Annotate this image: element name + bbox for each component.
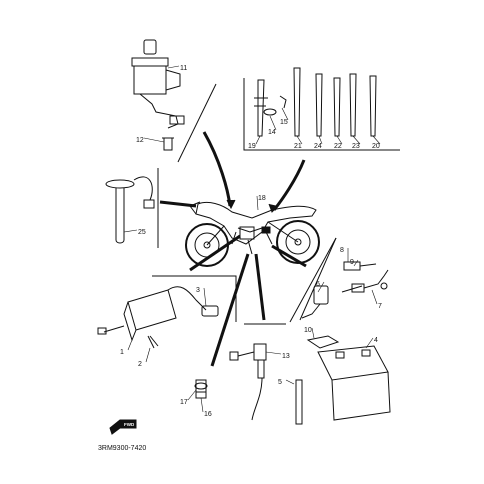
leader-line-11 (167, 65, 180, 69)
fuel-sender-drawing (105, 176, 155, 244)
leader-line-6 (317, 281, 325, 293)
leader-line-20 (372, 135, 381, 145)
callout-22: 22 (334, 143, 342, 150)
leader-line-19 (255, 135, 261, 145)
cable-ties-drawing (254, 67, 377, 137)
callout-15: 15 (280, 119, 288, 126)
battery-drawing (295, 335, 391, 425)
leader-line-15 (281, 107, 289, 121)
ignition-coil-frame (152, 275, 237, 322)
leader-line-25 (123, 229, 138, 233)
callout-3: 3 (196, 287, 200, 294)
relay-fuse-drawing (301, 261, 389, 319)
neutral-plug-drawing (194, 379, 208, 399)
leader-line-12 (143, 137, 165, 143)
leader-line-17 (187, 389, 197, 401)
leader-line-13 (265, 351, 282, 355)
callout-18: 18 (258, 195, 266, 202)
callout-25: 25 (138, 229, 146, 236)
neutral-switch-drawing (229, 343, 267, 421)
leader-line-16 (200, 397, 204, 413)
callout-16: 16 (204, 411, 212, 418)
callout-11: 11 (180, 65, 187, 72)
leader-line-3 (203, 287, 207, 307)
fwd-arrow-icon (109, 419, 137, 435)
callout-23: 23 (352, 143, 360, 150)
drawing-code: 3RM9300-7420 (98, 445, 146, 452)
callout-9: 9 (350, 259, 354, 266)
leader-line-14 (269, 115, 277, 131)
cable-tie-group-frame (243, 78, 400, 151)
leader-line-9 (353, 259, 359, 267)
callout-21: 21 (294, 143, 302, 150)
leader-line-10 (311, 327, 315, 339)
leader-line-24 (318, 135, 323, 145)
callout-8: 8 (340, 247, 344, 254)
leader-line-5 (285, 379, 295, 385)
callout-5: 5 (278, 379, 282, 386)
leader-line-21 (296, 135, 303, 145)
callout-17: 17 (180, 399, 188, 406)
leader-line-18 (256, 195, 259, 211)
leader-line-4 (365, 337, 374, 349)
switch-bolt-drawing (162, 137, 174, 151)
leader-line-7 (371, 289, 378, 305)
callout-14: 14 (268, 129, 276, 136)
leader-line-22 (336, 135, 343, 145)
main-switch-drawing (131, 39, 185, 129)
leader-line-1 (127, 339, 133, 351)
ignition-coil-drawing (97, 286, 219, 349)
relay-frame (289, 237, 337, 323)
callout-10: 10 (304, 327, 312, 334)
leader-line-23 (352, 135, 361, 145)
callout-12: 12 (136, 137, 144, 144)
callout-4: 4 (374, 337, 378, 344)
callout-2: 2 (138, 361, 142, 368)
callout-24: 24 (314, 143, 322, 150)
callout-6: 6 (316, 281, 320, 288)
callout-19: 19 (248, 143, 256, 150)
motorcycle-illustration (185, 201, 320, 267)
callout-7: 7 (378, 303, 382, 310)
fwd-label: FWD (124, 422, 135, 427)
callout-20: 20 (372, 143, 380, 150)
leader-line-2 (145, 347, 151, 363)
callout-1: 1 (120, 349, 124, 356)
callout-13: 13 (282, 353, 290, 360)
